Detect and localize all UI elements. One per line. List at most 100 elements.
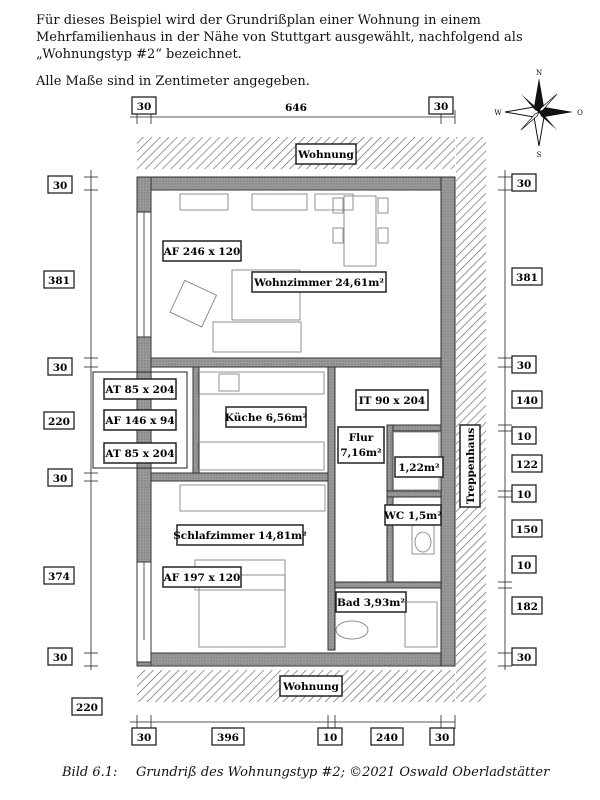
intro-text: Für dieses Beispiel wird der Grundrißpla…: [36, 12, 586, 100]
svg-text:30: 30: [434, 101, 449, 113]
dim-bottom-1: 30: [131, 727, 157, 746]
room-label-kueche: Küche 6,56m²: [225, 406, 308, 428]
opening-label-af-schlaf: AF 197 x 120: [162, 566, 242, 588]
intro-paragraph: Für dieses Beispiel wird der Grundrißpla…: [36, 13, 523, 62]
compass-o: O: [577, 109, 583, 117]
svg-text:Bad 3,93m²: Bad 3,93m²: [337, 597, 405, 609]
compass-w: W: [494, 109, 502, 117]
svg-text:Wohnzimmer 24,61m²: Wohnzimmer 24,61m²: [253, 277, 384, 289]
dim-right-3: 30: [511, 355, 537, 374]
svg-text:30: 30: [137, 101, 152, 113]
svg-text:30: 30: [137, 732, 152, 744]
svg-text:IT 90 x 204: IT 90 x 204: [359, 395, 425, 407]
opening-label-af-kueche: AF 146 x 94: [103, 409, 177, 431]
caption-text: Grundriß des Wohnungstyp #2; ©2021 Oswal…: [136, 765, 550, 780]
furniture: [169, 193, 440, 648]
svg-text:10: 10: [323, 732, 338, 744]
dim-right-4: 140: [511, 390, 543, 409]
door-group-frame: [92, 371, 188, 469]
svg-text:AF 197 x 120: AF 197 x 120: [163, 572, 241, 584]
svg-text:10: 10: [517, 489, 532, 501]
svg-text:30: 30: [435, 732, 450, 744]
dim-right-11: 30: [511, 647, 537, 666]
room-label-wc: WC 1,5m²: [383, 504, 442, 526]
dim-right-6: 122: [511, 454, 543, 473]
svg-text:30: 30: [53, 362, 68, 374]
dim-bottom-3: 10: [317, 727, 343, 746]
svg-text:AF 246 x 120: AF 246 x 120: [163, 246, 241, 258]
svg-text:AT 85 x 204: AT 85 x 204: [104, 448, 174, 460]
dim-left-2: 381: [43, 270, 75, 289]
svg-text:30: 30: [517, 178, 532, 190]
hatch-right: [456, 137, 486, 702]
dim-left-7: 30: [47, 647, 73, 666]
dim-left-1: 30: [47, 175, 73, 194]
dim-right-5: 10: [511, 426, 537, 445]
svg-text:381: 381: [516, 272, 538, 284]
svg-text:1,22m²: 1,22m²: [398, 462, 440, 474]
dim-right-2: 381: [511, 267, 543, 286]
svg-text:AF 146 x 94: AF 146 x 94: [104, 415, 174, 427]
svg-text:220: 220: [76, 702, 98, 714]
dim-left-8: 220: [71, 697, 103, 716]
room-label-abstell: 1,22m²: [394, 456, 444, 478]
dim-right-10: 182: [511, 596, 543, 615]
dim-top-left: 30: [131, 96, 157, 115]
svg-text:10: 10: [517, 431, 532, 443]
svg-text:7,16m²: 7,16m²: [340, 447, 382, 459]
svg-text:122: 122: [516, 459, 538, 471]
opening-label-it: IT 90 x 204: [355, 389, 429, 411]
svg-text:240: 240: [376, 732, 398, 744]
room-label-wohnung-top: Wohnung: [295, 143, 357, 165]
svg-text:30: 30: [53, 473, 68, 485]
dim-bottom-4: 240: [370, 727, 404, 746]
svg-text:30: 30: [53, 652, 68, 664]
svg-text:30: 30: [517, 652, 532, 664]
svg-text:140: 140: [516, 395, 538, 407]
compass-icon: N S W O: [494, 69, 583, 159]
svg-text:Treppenhaus: Treppenhaus: [465, 428, 477, 504]
svg-text:Küche 6,56m²: Küche 6,56m²: [225, 412, 308, 424]
room-label-bad: Bad 3,93m²: [335, 591, 407, 613]
opening-label-af-wohn: AF 246 x 120: [162, 240, 242, 262]
dim-right-9: 10: [511, 555, 537, 574]
compass-n: N: [536, 69, 542, 77]
compass-s: S: [537, 151, 542, 159]
units-note: Alle Maße sind in Zentimeter angegeben.: [36, 74, 310, 89]
dim-bottom-2: 396: [211, 727, 245, 746]
opening-label-at-2: AT 85 x 204: [103, 442, 177, 464]
svg-text:30: 30: [517, 360, 532, 372]
dim-left-3: 30: [47, 357, 73, 376]
svg-text:10: 10: [517, 560, 532, 572]
room-label-wohnung-bottom: Wohnung: [279, 675, 343, 697]
room-label-treppenhaus: Treppenhaus: [459, 424, 481, 508]
dimension-lines: [84, 110, 512, 729]
dim-left-4: 220: [43, 411, 75, 430]
svg-text:150: 150: [516, 524, 538, 536]
svg-text:381: 381: [48, 275, 70, 287]
svg-text:Flur: Flur: [349, 432, 374, 444]
room-label-wohnzimmer: Wohnzimmer 24,61m²: [251, 271, 387, 293]
svg-text:396: 396: [217, 732, 239, 744]
svg-text:374: 374: [48, 571, 70, 583]
svg-text:646: 646: [285, 102, 307, 114]
svg-text:182: 182: [516, 601, 538, 613]
svg-text:AT 85 x 204: AT 85 x 204: [104, 384, 174, 396]
dim-right-1: 30: [511, 173, 537, 192]
svg-text:Wohnung: Wohnung: [282, 681, 339, 693]
room-label-flur: Flur 7,16m²: [337, 426, 385, 464]
dim-left-5: 30: [47, 468, 73, 487]
figure-caption: Bild 6.1:Grundriß des Wohnungstyp #2; ©2…: [62, 765, 549, 780]
dim-top-mid: 646: [285, 102, 307, 114]
svg-text:Wohnung: Wohnung: [297, 149, 354, 161]
dim-top-right: 30: [428, 96, 454, 115]
svg-text:Schlafzimmer 14,81m²: Schlafzimmer 14,81m²: [173, 530, 307, 542]
room-label-schlafzimmer: Schlafzimmer 14,81m²: [173, 524, 307, 546]
opening-label-at-1: AT 85 x 204: [103, 378, 177, 400]
svg-text:30: 30: [53, 180, 68, 192]
dim-right-8: 150: [511, 519, 543, 538]
dim-bottom-5: 30: [429, 727, 455, 746]
svg-text:WC 1,5m²: WC 1,5m²: [383, 510, 442, 522]
svg-text:220: 220: [48, 416, 70, 428]
